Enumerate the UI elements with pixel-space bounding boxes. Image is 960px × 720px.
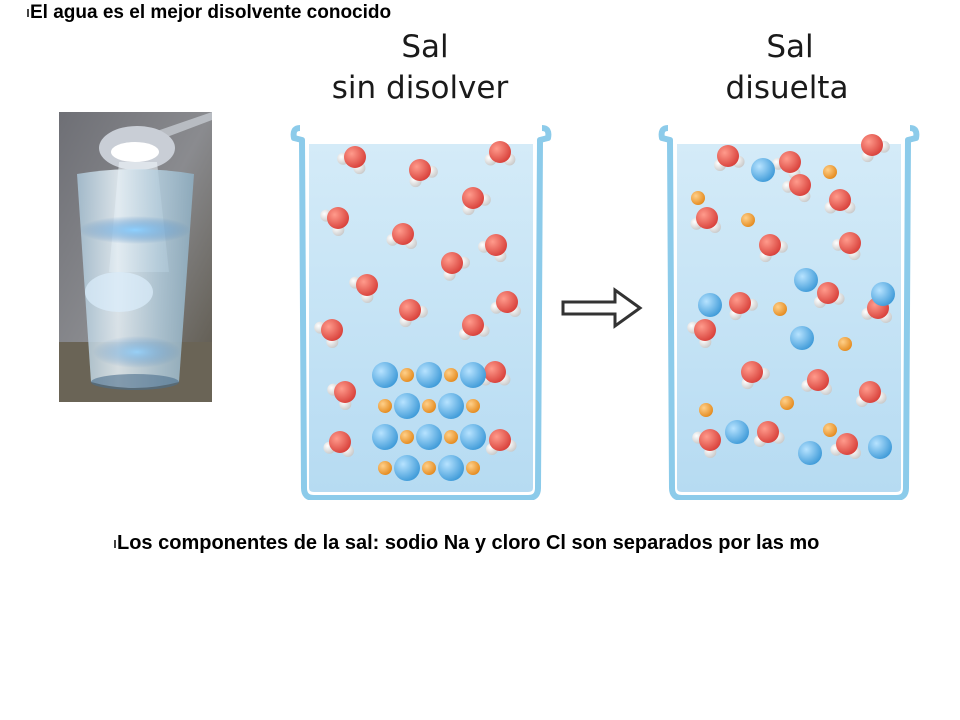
oxygen-atom (741, 361, 763, 383)
chloride-ion (394, 393, 420, 419)
chloride-ion (416, 424, 442, 450)
oxygen-atom (399, 299, 421, 321)
oxygen-atom (839, 232, 861, 254)
oxygen-atom (489, 141, 511, 163)
dissolution-diagram: Sal sin disolver Sal disuelta (290, 29, 920, 500)
oxygen-atom (696, 207, 718, 229)
chloride-ion (798, 441, 822, 465)
oxygen-atom (344, 146, 366, 168)
transition-arrow-icon (561, 287, 643, 329)
oxygen-atom (699, 429, 721, 451)
sodium-ion (466, 461, 480, 475)
sodium-ion (823, 165, 837, 179)
oxygen-atom (859, 381, 881, 403)
salt-glass-photo (59, 112, 212, 402)
chloride-ion (438, 393, 464, 419)
sodium-ion (378, 399, 392, 413)
oxygen-atom (757, 421, 779, 443)
chloride-ion (438, 455, 464, 481)
chloride-ion (698, 293, 722, 317)
title-bullet (27, 9, 29, 17)
oxygen-atom (356, 274, 378, 296)
chloride-ion (871, 282, 895, 306)
chloride-ion (794, 268, 818, 292)
chloride-ion (416, 362, 442, 388)
chloride-ion (751, 158, 775, 182)
dissolved-molecules (687, 134, 895, 465)
sodium-ion (773, 302, 787, 316)
oxygen-atom (759, 234, 781, 256)
chloride-ion (790, 326, 814, 350)
oxygen-atom (409, 159, 431, 181)
sodium-ion (422, 461, 436, 475)
caption-bullet (114, 540, 116, 548)
chloride-ion (868, 435, 892, 459)
sodium-ion (780, 396, 794, 410)
oxygen-atom (729, 292, 751, 314)
sodium-ion (741, 213, 755, 227)
oxygen-atom (779, 151, 801, 173)
sodium-ion (444, 430, 458, 444)
oxygen-atom (462, 187, 484, 209)
oxygen-atom (392, 223, 414, 245)
chloride-ion (372, 362, 398, 388)
oxygen-atom (327, 207, 349, 229)
oxygen-atom (789, 174, 811, 196)
oxygen-atom (329, 431, 351, 453)
left-label-sin-disolver: sin disolver (332, 70, 509, 106)
chloride-ion (460, 424, 486, 450)
beaker-undissolved (290, 125, 552, 500)
chloride-ion (725, 420, 749, 444)
oxygen-atom (496, 291, 518, 313)
chloride-ion (372, 424, 398, 450)
oxygen-atom (829, 189, 851, 211)
right-label-disuelta: disuelta (726, 70, 849, 106)
oxygen-atom (836, 433, 858, 455)
sodium-ion (400, 368, 414, 382)
sodium-ion (378, 461, 392, 475)
sodium-ion (400, 430, 414, 444)
oxygen-atom (441, 252, 463, 274)
sodium-ion (422, 399, 436, 413)
right-label-sal: Sal (766, 29, 813, 65)
oxygen-atom (807, 369, 829, 391)
chloride-ion (460, 362, 486, 388)
undissolved-molecules (314, 141, 521, 481)
oxygen-atom (321, 319, 343, 341)
oxygen-atom (694, 319, 716, 341)
caption-text: Los componentes de la sal: sodio Na y cl… (117, 532, 820, 554)
page-title: El agua es el mejor disolvente conocido (30, 2, 392, 23)
left-label-sal: Sal (401, 29, 448, 65)
sodium-ion (823, 423, 837, 437)
oxygen-atom (817, 282, 839, 304)
oxygen-atom (861, 134, 883, 156)
chloride-ion (394, 455, 420, 481)
oxygen-atom (484, 361, 506, 383)
oxygen-atom (489, 429, 511, 451)
sodium-ion (691, 191, 705, 205)
sodium-ion (838, 337, 852, 351)
oxygen-atom (485, 234, 507, 256)
oxygen-atom (462, 314, 484, 336)
sodium-ion (466, 399, 480, 413)
beaker-dissolved (658, 125, 920, 500)
oxygen-atom (717, 145, 739, 167)
sodium-ion (699, 403, 713, 417)
oxygen-atom (334, 381, 356, 403)
sodium-ion (444, 368, 458, 382)
